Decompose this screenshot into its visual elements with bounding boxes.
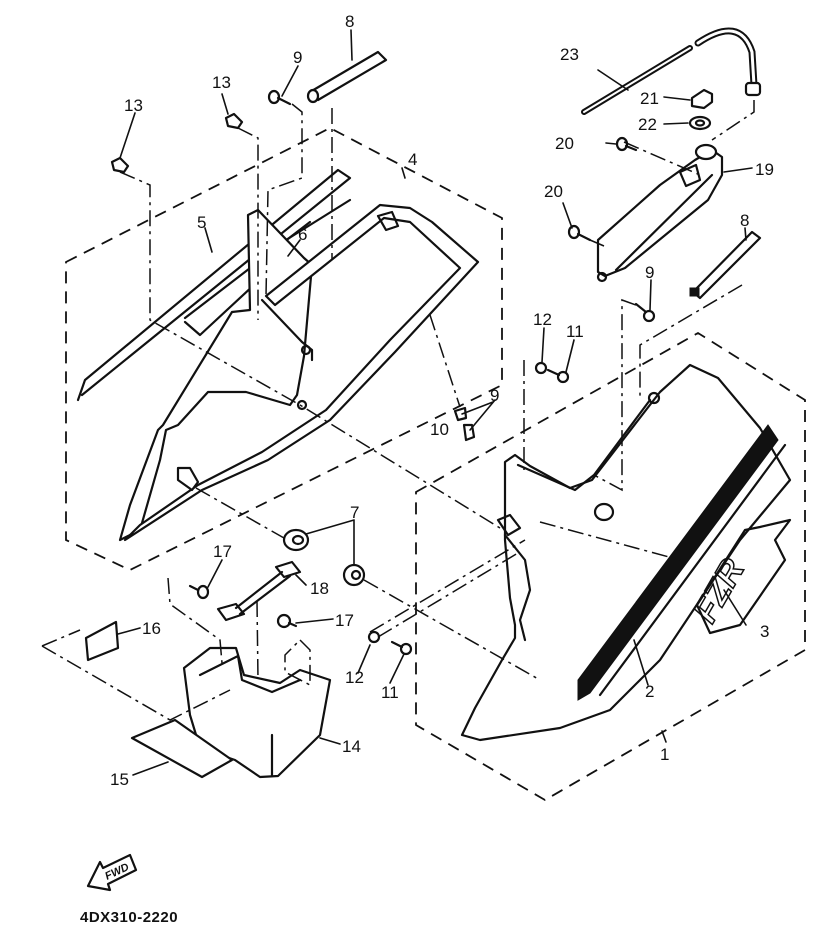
callout-21: 21 [640, 89, 659, 108]
callout-8-top: 8 [345, 12, 354, 31]
callout-leaders [117, 29, 753, 776]
callout-14: 14 [342, 737, 361, 756]
callout-17-mid: 17 [335, 611, 354, 630]
callout-12-bottom: 12 [345, 668, 364, 687]
callout-20-top: 20 [555, 134, 574, 153]
forward-arrow-icon: FWD [86, 853, 138, 892]
assembly-box-right [415, 331, 806, 802]
callout-13-mid: 13 [212, 73, 231, 92]
callout-15: 15 [110, 770, 129, 789]
callout-20-bottom: 20 [544, 182, 563, 201]
callout-9-right: 9 [645, 263, 654, 282]
plate [130, 718, 234, 779]
damper-top [306, 50, 388, 104]
fasteners [110, 89, 656, 656]
callout-9-top: 9 [293, 48, 302, 67]
assembly-box-left [65, 126, 503, 571]
callout-13-left: 13 [124, 96, 143, 115]
callout-22: 22 [638, 115, 657, 134]
callout-3: 3 [760, 622, 769, 641]
leader-lines [41, 100, 755, 721]
side-cover-left [118, 203, 480, 542]
band [216, 560, 302, 622]
callout-labels: 1 2 3 4 5 6 7 8 8 9 9 9 10 11 11 12 12 1… [110, 12, 774, 789]
hose [581, 27, 762, 115]
callout-11-top: 11 [566, 322, 584, 341]
callout-9-mid: 9 [490, 386, 499, 405]
callout-18: 18 [310, 579, 329, 598]
callout-4: 4 [408, 150, 417, 169]
callout-16: 16 [142, 619, 161, 638]
damper-right [689, 230, 762, 300]
callout-1: 1 [660, 745, 669, 764]
cap-and-gasket [688, 88, 714, 131]
callout-10: 10 [430, 420, 449, 439]
callout-6: 6 [298, 225, 307, 244]
reservoir-tank [596, 143, 724, 283]
callout-2: 2 [645, 682, 654, 701]
callout-5: 5 [197, 213, 206, 232]
callout-12-top: 12 [533, 310, 552, 329]
callout-23: 23 [560, 45, 579, 64]
side-cover-right [460, 363, 792, 742]
callout-17-top: 17 [213, 542, 232, 561]
callout-11-bottom: 11 [381, 683, 399, 702]
damper-pad [84, 620, 120, 662]
diagram-code: 4DX310-2220 [80, 909, 178, 926]
callout-8-right: 8 [740, 211, 749, 230]
stripe-right [577, 424, 787, 701]
callout-19: 19 [755, 160, 774, 179]
callout-7: 7 [350, 503, 359, 522]
